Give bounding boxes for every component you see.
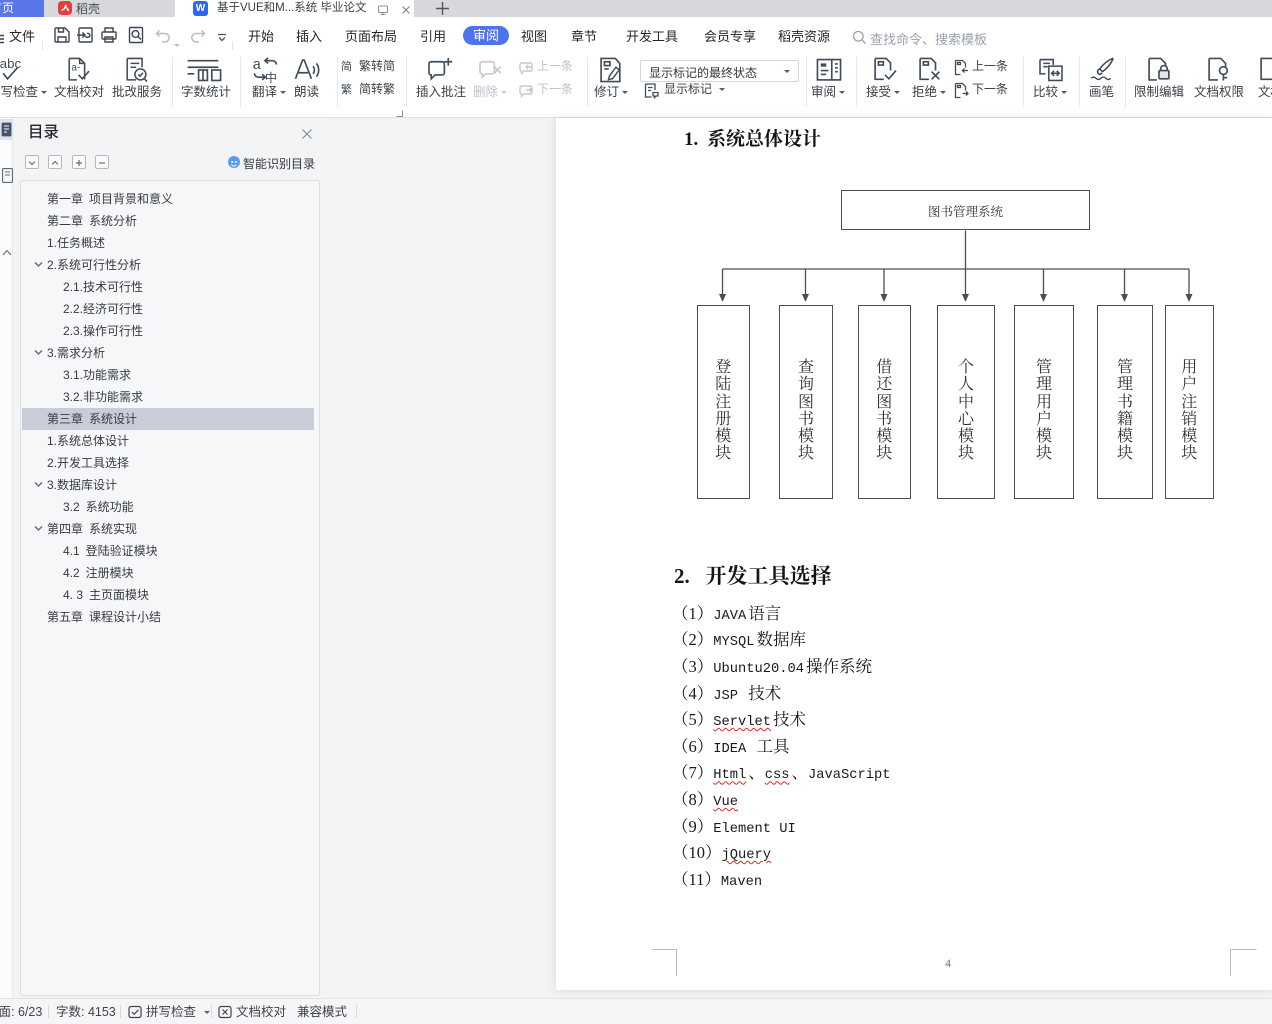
svg-text:中: 中 xyxy=(265,70,277,84)
svg-text:a: a xyxy=(253,57,261,73)
svg-text:简: 简 xyxy=(341,59,352,73)
svg-text:繁: 繁 xyxy=(341,82,352,96)
svg-text:abc: abc xyxy=(0,56,21,71)
svg-text:a-: a- xyxy=(71,63,80,74)
